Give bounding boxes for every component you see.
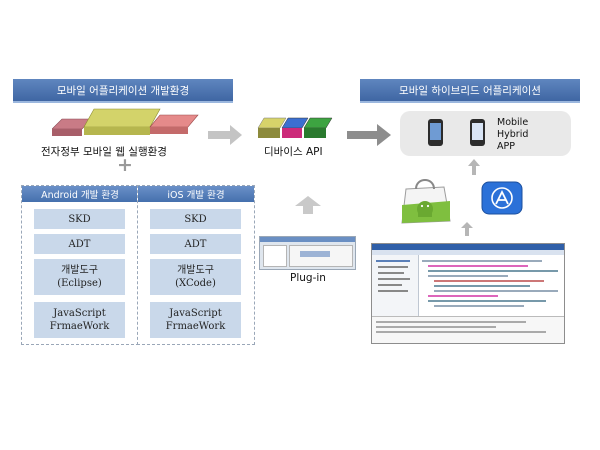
- ide-screenshot: [371, 243, 565, 344]
- dev-env-banner: 모바일 어플리케이션 개발환경: [13, 79, 233, 103]
- item-label: ADT: [184, 238, 207, 250]
- item-label: 개발도구: [61, 265, 98, 276]
- api-block-yellow: [257, 117, 287, 129]
- ios-item-skd: SKD: [150, 209, 241, 229]
- item-label: SKD: [68, 213, 91, 225]
- hybrid-app-panel: Mobile Hybrid APP: [400, 111, 571, 156]
- ios-item-dev-tool: 개발도구 (XCode): [150, 259, 241, 295]
- runtime-block-yellow: [83, 108, 161, 128]
- item-label: SKD: [184, 213, 207, 225]
- item-sublabel: FrmaeWork: [165, 321, 226, 332]
- android-item-skd: SKD: [34, 209, 125, 229]
- api-block-green: [303, 117, 333, 129]
- hybrid-label-line2: Hybrid: [497, 129, 529, 140]
- phone-icon: [470, 119, 485, 146]
- arrow-to-api-icon: [208, 125, 242, 145]
- hybrid-app-label: Mobile Hybrid APP: [497, 117, 528, 153]
- android-dev-env-column: Android 개발 환경 SKD ADT 개발도구 (Eclipse) Jav…: [21, 185, 139, 345]
- android-item-adt: ADT: [34, 234, 125, 254]
- ios-item-adt: ADT: [150, 234, 241, 254]
- app-store-icon: [481, 181, 523, 215]
- ios-dev-env-column: iOS 개발 환경 SKD ADT 개발도구 (XCode) JavaScrip…: [137, 185, 255, 345]
- plugin-caption: Plug-in: [290, 272, 326, 284]
- hybrid-app-banner: 모바일 하이브리드 어플리케이션: [360, 79, 580, 103]
- item-label: 개발도구: [177, 265, 214, 276]
- runtime-stack-graphic: [52, 108, 199, 136]
- plugin-screenshot: [259, 236, 356, 270]
- runtime-caption: 전자정부 모바일 웹 실행환경: [41, 146, 167, 158]
- android-item-dev-tool: 개발도구 (Eclipse): [34, 259, 125, 295]
- up-arrow-icon: [295, 196, 321, 214]
- dev-env-banner-label: 모바일 어플리케이션 개발환경: [56, 84, 190, 97]
- plus-icon: +: [117, 154, 133, 176]
- up-arrow-icon: [468, 159, 480, 175]
- android-market-bag-icon: [401, 179, 451, 224]
- ios-item-js-framework: JavaScript FrmaeWork: [150, 302, 241, 338]
- arrow-to-hybrid-icon: [347, 124, 391, 146]
- item-label: JavaScript: [53, 308, 106, 319]
- android-item-js-framework: JavaScript FrmaeWork: [34, 302, 125, 338]
- up-arrow-icon: [461, 222, 473, 236]
- runtime-block-pink-left-face: [52, 129, 82, 136]
- runtime-block-pink-right-face: [150, 127, 188, 134]
- item-sublabel: (Eclipse): [57, 278, 102, 289]
- hybrid-label-line3: APP: [497, 141, 515, 152]
- hybrid-app-banner-label: 모바일 하이브리드 어플리케이션: [399, 84, 541, 97]
- item-sublabel: FrmaeWork: [49, 321, 110, 332]
- android-dev-env-header: Android 개발 환경: [22, 186, 138, 202]
- phone-icon: [428, 119, 443, 146]
- hybrid-label-line1: Mobile: [497, 117, 529, 128]
- api-block-blue: [281, 117, 309, 129]
- device-api-graphic: [257, 117, 333, 138]
- item-label: ADT: [68, 238, 91, 250]
- item-label: JavaScript: [169, 308, 222, 319]
- runtime-block-pink-right: [149, 114, 199, 128]
- api-caption: 디바이스 API: [264, 146, 323, 158]
- api-block-yellow-face: [258, 128, 280, 138]
- runtime-block-yellow-face: [84, 127, 150, 135]
- item-sublabel: (XCode): [175, 278, 216, 289]
- api-block-green-face: [304, 128, 326, 138]
- api-block-magenta-face: [282, 128, 302, 138]
- ios-dev-env-header: iOS 개발 환경: [138, 186, 254, 202]
